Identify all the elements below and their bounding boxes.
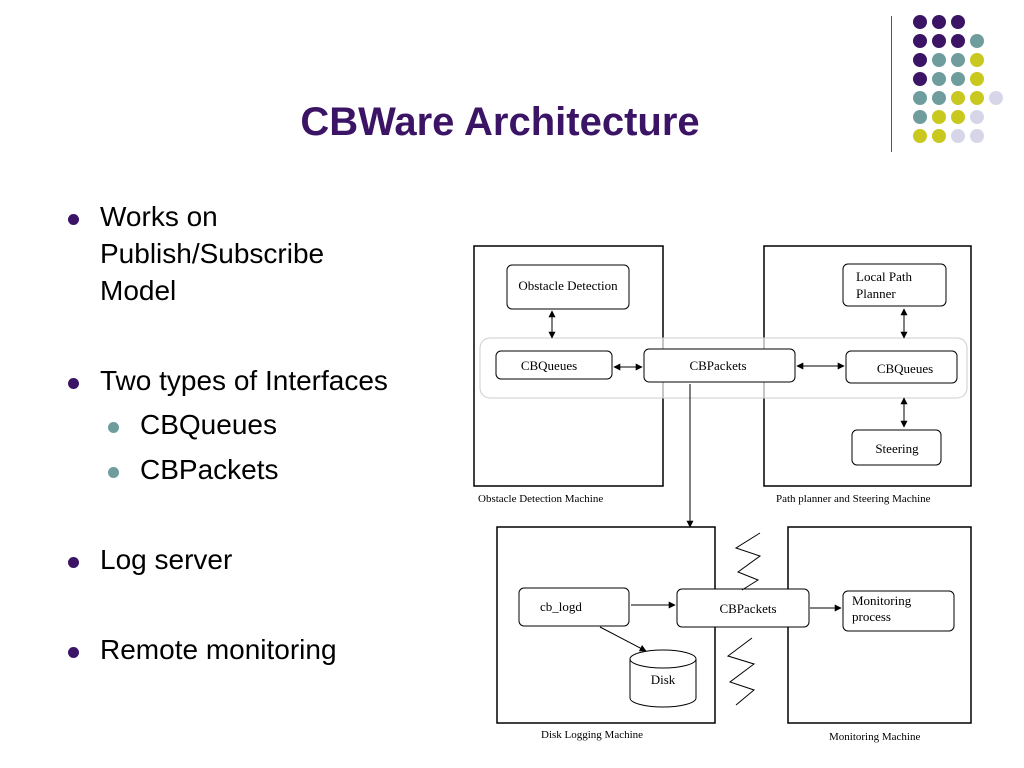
decorative-dot: [970, 34, 984, 48]
wireless-link-lower-icon: [726, 637, 756, 706]
monitoring-machine-label: Monitoring Machine: [829, 731, 920, 743]
decorative-dot: [951, 72, 965, 86]
path-planner-machine-label: Path planner and Steering Machine: [776, 493, 931, 505]
decorative-dot: [951, 110, 965, 124]
decorative-dot: [913, 91, 927, 105]
decorative-dot: [932, 110, 946, 124]
obstacle-detection-label: Obstacle Detection: [518, 278, 618, 293]
cbqueues-left-label: CBQueues: [521, 358, 577, 373]
decorative-dot: [913, 129, 927, 143]
decorative-dot: [951, 91, 965, 105]
decorative-dot: [932, 53, 946, 67]
bullet-text: Log server: [100, 544, 233, 575]
bullet-dot-icon: [68, 214, 79, 225]
bullet-dot-icon: [68, 378, 79, 389]
disk-label: Disk: [651, 672, 676, 687]
local-path-planner-box: [842, 263, 947, 307]
wireless-link-upper-icon: [734, 532, 762, 591]
decorative-dot: [913, 110, 927, 124]
cbpackets-bottom-label: CBPackets: [719, 601, 776, 616]
obstacle-detection-box: [506, 264, 630, 310]
cb-logd-box: [518, 587, 630, 627]
bullet-text: Works on Publish/Subscribe Model: [100, 201, 325, 306]
decorative-dot: [989, 91, 1003, 105]
obstacle-machine-label: Obstacle Detection Machine: [478, 493, 603, 505]
decorative-dot-grid: [913, 15, 1003, 143]
decorative-dot: [970, 53, 984, 67]
decorative-dot: [951, 34, 965, 48]
decorative-dot: [951, 129, 965, 143]
slide-title: CBWare Architecture: [300, 100, 700, 144]
steering-box: [851, 429, 942, 466]
decorative-dot: [970, 110, 984, 124]
monitoring-process-label-line2: process: [852, 609, 891, 624]
disk-cylinder: Disk: [629, 649, 697, 708]
decorative-dot: [913, 15, 927, 29]
disk-logging-machine-label: Disk Logging Machine: [541, 729, 643, 741]
decorative-dot: [913, 72, 927, 86]
sub-bullet-text: CBQueues: [140, 409, 277, 440]
decorative-dot: [932, 91, 946, 105]
cbpackets-top-label: CBPackets: [689, 358, 746, 373]
cb-logd-label: cb_logd: [540, 599, 582, 614]
cbqueues-right-label: CBQueues: [877, 361, 933, 376]
bullet-dot-icon: [68, 557, 79, 568]
steering-label: Steering: [875, 441, 919, 456]
sub-bullet-dot-icon: [108, 467, 119, 478]
local-path-planner-label-line2: Planner: [856, 286, 896, 301]
cbqueues-right-box: [845, 350, 958, 384]
decorative-dot: [951, 53, 965, 67]
decorative-dot: [913, 34, 927, 48]
bullet-dot-icon: [68, 647, 79, 658]
decorative-dot: [932, 15, 946, 29]
monitoring-process-box: [842, 590, 955, 632]
decorative-dot: [951, 15, 965, 29]
decorative-dot: [932, 72, 946, 86]
arrow-cblogd-to-disk: [599, 626, 647, 652]
cbqueues-left-box: [495, 350, 613, 380]
architecture-diagram: Obstacle Detection Local Path Planner CB…: [472, 162, 987, 746]
decorative-divider-line: [891, 16, 892, 152]
bullet-text: Remote monitoring: [100, 634, 337, 665]
decorative-dot: [970, 129, 984, 143]
bullet-text: Two types of Interfaces: [100, 365, 388, 396]
decorative-dot: [970, 91, 984, 105]
local-path-planner-label-line1: Local Path: [856, 269, 912, 284]
cbpackets-top-box: [643, 348, 796, 383]
sub-bullet-text: CBPackets: [140, 454, 279, 485]
monitoring-process-label-line1: Monitoring: [852, 593, 912, 608]
decorative-dot: [932, 129, 946, 143]
decorative-dot: [932, 34, 946, 48]
decorative-dot: [970, 72, 984, 86]
decorative-dot: [913, 53, 927, 67]
sub-bullet-dot-icon: [108, 422, 119, 433]
